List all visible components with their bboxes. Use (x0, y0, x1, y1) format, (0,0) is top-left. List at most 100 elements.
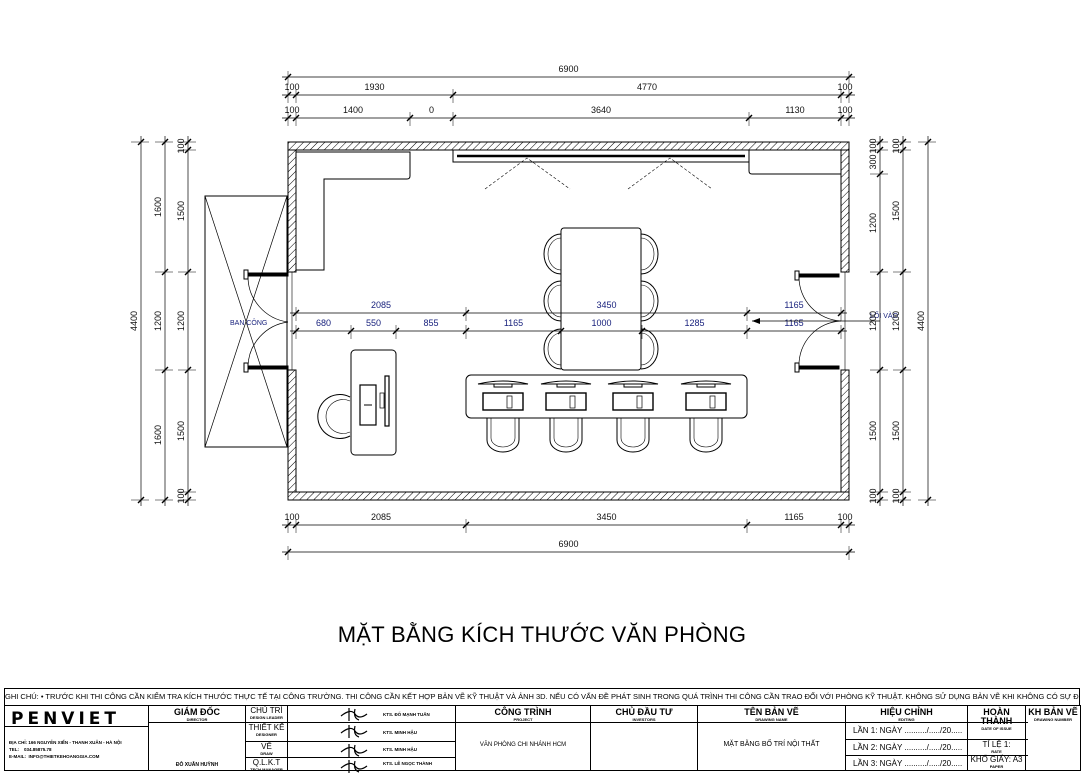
dimension-label: 855 (423, 318, 438, 328)
dimension-label: 1500 (891, 421, 901, 441)
role-sub: TECH.MANAGER (250, 767, 283, 772)
role-sub: DESIGN LEADER (250, 715, 283, 720)
paper-sub: PAPER (989, 764, 1004, 769)
dimension-label: 1165 (784, 512, 803, 522)
drawing-name-label: TÊN BẢN VẼ (744, 707, 799, 717)
manager-desk (317, 349, 397, 456)
dimension-label: 2085 (371, 300, 391, 310)
dimension-label: 4400 (916, 311, 926, 331)
investor-sub: INVESTORS (632, 717, 656, 722)
tel-label: TEL: (9, 747, 19, 752)
dimension-label: 1165 (784, 318, 803, 328)
dimension-label: 100 (176, 138, 186, 153)
chair (543, 328, 562, 370)
dimension-label: 1200 (868, 213, 878, 233)
paper-label: KHỔ GIẤY: A3 (970, 755, 1023, 764)
email-label: E-MAIL: (9, 754, 26, 759)
company-address: ĐỊA CHỈ: 166 NGUYỄN XIỂN - THANH XUÂN - … (9, 740, 122, 745)
chair (543, 280, 562, 322)
director-name: ĐỖ XUÂN HUỲNH (175, 762, 219, 768)
workstation (477, 380, 529, 453)
arrow-head-icon (752, 318, 760, 324)
cabinet-right (748, 152, 841, 175)
dimension-label: 1500 (176, 201, 186, 221)
dimension-label: 4770 (637, 82, 657, 92)
role-name: KTS. ĐỖ MẠNH TUẤN (383, 711, 430, 717)
balcony (204, 195, 288, 448)
dimension-label: 1500 (176, 421, 186, 441)
dimension-label: 550 (366, 318, 381, 328)
company-cell: PENVIET ĐỊA CHỈ: 166 NGUYỄN XIỂN - THANH… (5, 706, 149, 770)
signature-icon (340, 760, 368, 773)
role-sub: DRAW (260, 751, 273, 756)
role-sub: DESIGNER (256, 732, 277, 737)
revision-3: LẦN 3: NGÀY ........../...../20..... (853, 759, 963, 768)
balcony-door[interactable] (243, 269, 289, 373)
drawing-name-value: MẶT BẰNG BỐ TRÍ NỘI THẤT (723, 741, 820, 748)
director-sub: DIRECTOR (186, 717, 208, 722)
signature-icon (340, 744, 368, 757)
dimension-label: 1285 (684, 318, 704, 328)
revision-1: LẦN 1: NGÀY ........../...../20..... (853, 726, 963, 735)
workstations (477, 380, 732, 453)
general-note: GHI CHÚ: • TRƯỚC KHI THI CÔNG CẦN KIỂM T… (4, 688, 1080, 706)
revision-2: LẦN 2: NGÀY ........../...../20..... (853, 743, 963, 752)
dimension-label: 1930 (364, 82, 384, 92)
cabinet-l-shape (296, 151, 411, 271)
dimension-label: 4400 (129, 311, 139, 331)
entrance-door[interactable] (794, 270, 842, 373)
project-label: CÔNG TRÌNH (494, 707, 552, 717)
dimension-label: 100 (284, 82, 299, 92)
role-label: CHỦ TRÌ (250, 706, 283, 715)
role-label: THIẾT KẾ (248, 723, 285, 732)
dimension-label: 1165 (504, 318, 523, 328)
dimension-label: 100 (868, 138, 878, 153)
wall-left-lower (287, 369, 297, 493)
signature-icon (340, 725, 368, 738)
director-label: GIÁM ĐỐC (174, 707, 220, 717)
dimension-label: 6900 (558, 64, 578, 74)
editing-sub: EDITING (898, 717, 915, 722)
dimension-label: 1130 (785, 105, 804, 115)
dimension-label: 2085 (371, 512, 391, 522)
dimension-label: 100 (868, 488, 878, 503)
workstation (607, 380, 659, 453)
chair (543, 233, 562, 275)
meeting-chairs (543, 233, 659, 370)
project-sub: PROJECT (513, 717, 533, 722)
dimension-label: 1165 (784, 300, 803, 310)
title-block: PENVIET ĐỊA CHỈ: 166 NGUYỄN XIỂN - THANH… (4, 705, 1081, 773)
editing-label: HIỆU CHỈNH (880, 707, 933, 717)
drawing-number-sub: DRAWING NUMBER (1034, 717, 1072, 722)
company-logo: PENVIET (11, 709, 120, 729)
dimension-label: 100 (837, 82, 852, 92)
chair (640, 233, 659, 275)
dimension-label: 100 (891, 488, 901, 503)
dimension-label: 1600 (153, 197, 163, 217)
workstation (540, 380, 592, 453)
signature-cell: KTS. MINH HẬU (288, 742, 456, 758)
entrance-label: LỐI VÀO (870, 310, 899, 320)
meeting-table (560, 227, 642, 371)
dimension-label: 1500 (891, 201, 901, 221)
chair (640, 328, 659, 370)
wall-right-upper (840, 149, 850, 273)
dimension-label: 100 (284, 105, 299, 115)
dimension-label: 300 (868, 154, 878, 169)
drawing-number-label: KH BẢN VẼ (1028, 707, 1078, 717)
role-label: Q.L.K.T (252, 758, 281, 767)
role-name: KTS. LÊ NGỌC THÀNH (383, 761, 432, 766)
dimension-label: 3640 (591, 105, 611, 115)
role-name: KTS. MINH HẬU (383, 747, 417, 752)
issue-label: HOÀN THÀNH (980, 707, 1013, 726)
dimension-label: 100 (837, 512, 852, 522)
dimension-label: 1400 (343, 105, 363, 115)
